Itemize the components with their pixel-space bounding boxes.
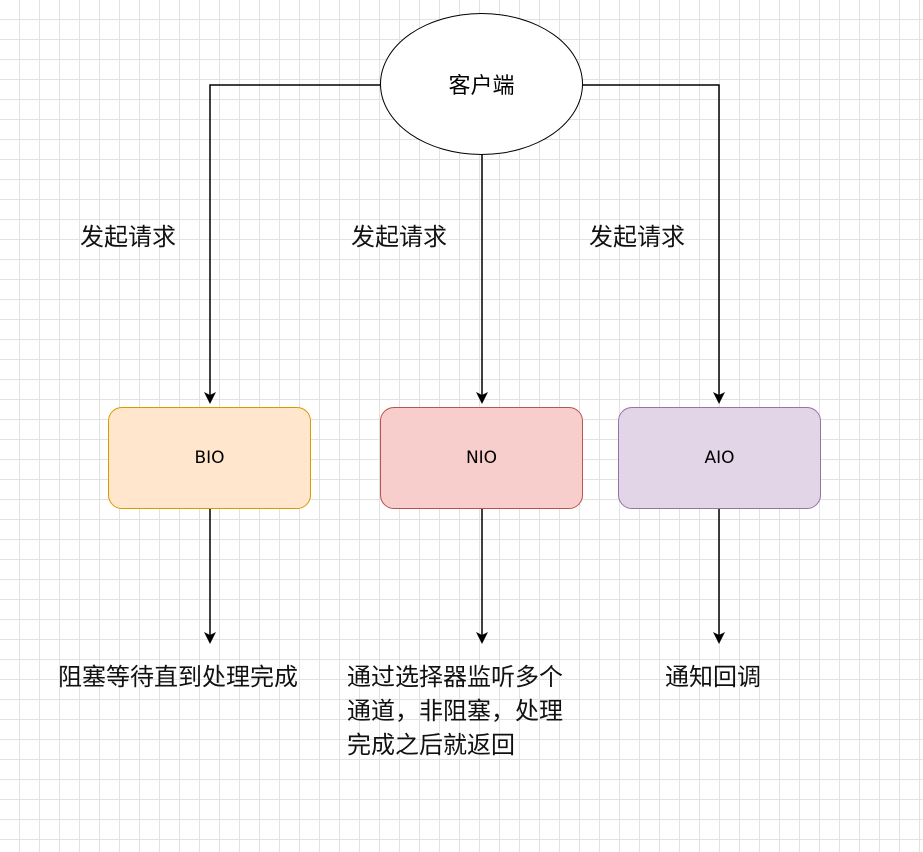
bio-node[interactable]: BIO: [108, 407, 311, 509]
request-label-aio: 发起请求: [589, 223, 685, 251]
client-node[interactable]: 客户端: [380, 13, 583, 155]
aio-outcome-text: 通知回调: [665, 663, 761, 691]
client-label: 客户端: [448, 74, 515, 99]
bio-outcome-text: 阻塞等待直到处理完成: [58, 663, 298, 691]
nio-outcome-text: 通过选择器监听多个 通道，非阻塞，处理 完成之后就返回: [347, 660, 563, 762]
bio-node-label: BIO: [194, 448, 225, 468]
nio-outcome-line-3: 完成之后就返回: [347, 731, 515, 759]
nio-node-label: NIO: [465, 448, 498, 468]
aio-node-label: AIO: [704, 448, 735, 468]
request-label-nio: 发起请求: [351, 223, 447, 251]
nio-node[interactable]: NIO: [380, 407, 583, 509]
request-label-bio: 发起请求: [80, 223, 176, 251]
nio-outcome-line-2: 通道，非阻塞，处理: [347, 697, 563, 725]
aio-node[interactable]: AIO: [618, 407, 821, 509]
nio-outcome-line-1: 通过选择器监听多个: [347, 663, 563, 691]
